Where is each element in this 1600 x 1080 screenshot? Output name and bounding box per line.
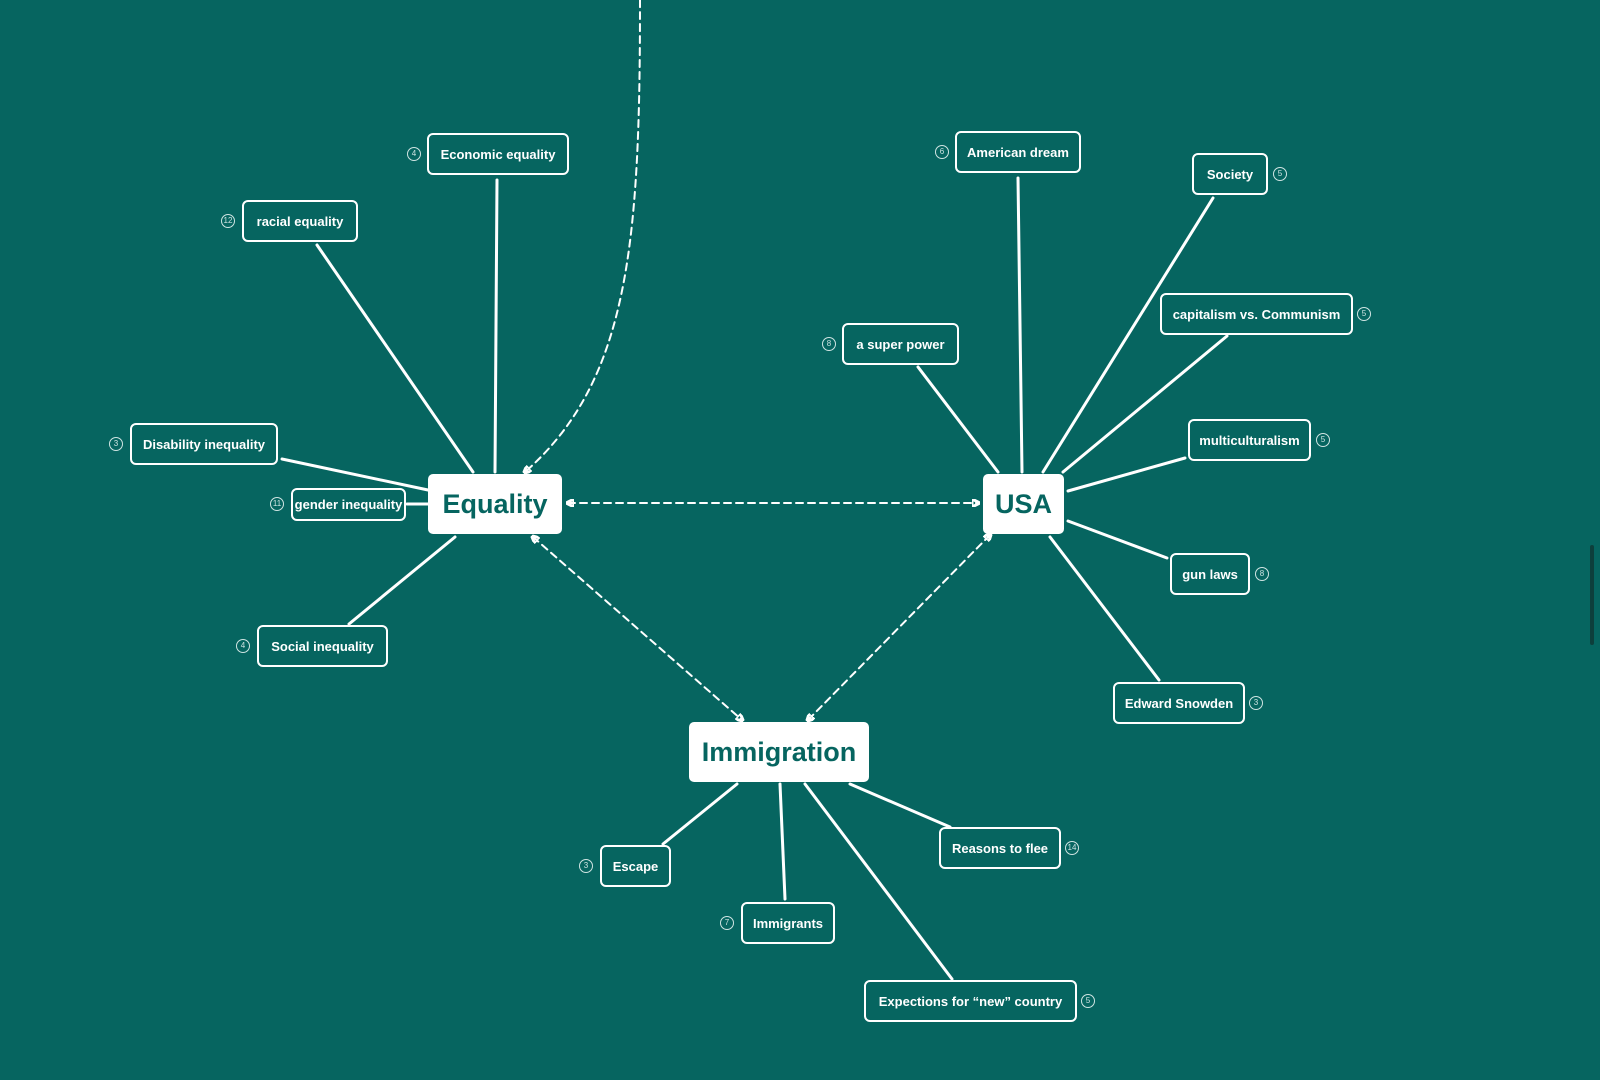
topic-label: Reasons to flee [951, 840, 1049, 856]
relationship-equality-immigration [533, 537, 742, 720]
collapsed-count-badge[interactable]: 5 [1081, 994, 1095, 1008]
topic-label: Edward Snowden [1124, 695, 1234, 711]
topic-label: Expections for “new” country [878, 993, 1063, 1009]
branch-disability-inequality [280, 457, 430, 492]
topic-a-super-power[interactable]: a super power [842, 323, 959, 365]
collapsed-count-badge[interactable]: 12 [221, 214, 235, 228]
collapsed-count-badge[interactable]: 11 [270, 497, 284, 511]
collapsed-count-badge[interactable]: 4 [236, 639, 250, 653]
branch-american-dream [1016, 176, 1024, 474]
collapsed-count-badge[interactable]: 3 [1249, 696, 1263, 710]
branch-expections [803, 782, 954, 981]
collapsed-count-badge[interactable]: 3 [579, 859, 593, 873]
central-topic-label: Equality [442, 488, 548, 519]
collapsed-count-badge[interactable]: 4 [407, 147, 421, 161]
branch-society [1041, 196, 1215, 474]
topic-gun-laws[interactable]: gun laws [1170, 553, 1250, 595]
topic-label: gender inequality [294, 497, 403, 512]
topic-label: racial equality [256, 213, 344, 229]
collapsed-count-badge[interactable]: 8 [822, 337, 836, 351]
branch-escape [661, 782, 739, 846]
topic-expections-for-new-country[interactable]: Expections for “new” country [864, 980, 1077, 1022]
branch-gun-laws [1066, 519, 1169, 560]
topic-label: capitalism vs. Communism [1172, 306, 1341, 322]
branch-reasons-to-flee [848, 782, 952, 829]
topic-gender-inequality[interactable]: gender inequality [291, 488, 406, 521]
central-topic-usa[interactable]: USA [983, 474, 1064, 534]
topic-label: Disability inequality [142, 436, 266, 452]
collapsed-count-badge[interactable]: 8 [1255, 567, 1269, 581]
central-topic-equality[interactable]: Equality [428, 474, 562, 534]
topic-label: Society [1206, 166, 1254, 182]
topic-label: Immigrants [752, 915, 824, 931]
branch-edward-snowden [1048, 535, 1161, 682]
topic-multiculturalism[interactable]: multiculturalism [1188, 419, 1311, 461]
topic-label: American dream [967, 144, 1069, 160]
branch-racial-equality [315, 243, 475, 474]
collapsed-count-badge[interactable]: 5 [1273, 167, 1287, 181]
collapsed-count-badge[interactable]: 7 [720, 916, 734, 930]
topic-reasons-to-flee[interactable]: Reasons to flee [939, 827, 1061, 869]
relationship-usa-immigration [808, 535, 990, 720]
topic-edward-snowden[interactable]: Edward Snowden [1113, 682, 1245, 724]
topic-immigrants[interactable]: Immigrants [741, 902, 835, 944]
collapsed-count-badge[interactable]: 3 [109, 437, 123, 451]
vertical-scrollbar[interactable] [1590, 545, 1594, 645]
branch-immigrants [778, 782, 787, 901]
branch-social-inequality [347, 535, 457, 626]
topic-escape[interactable]: Escape [600, 845, 671, 887]
collapsed-count-badge[interactable]: 6 [935, 145, 949, 159]
topic-label: Social inequality [271, 638, 374, 654]
topic-capitalism-vs-communism[interactable]: capitalism vs. Communism [1160, 293, 1353, 335]
branch-super-power [916, 365, 1000, 474]
topic-label: Escape [612, 858, 659, 874]
central-topic-label: Immigration [701, 736, 857, 767]
topic-american-dream[interactable]: American dream [955, 131, 1081, 173]
collapsed-count-badge[interactable]: 14 [1065, 841, 1079, 855]
topic-label: Economic equality [440, 146, 556, 162]
topic-economic-equality[interactable]: Economic equality [427, 133, 569, 175]
branch-capitalism [1061, 334, 1229, 474]
incoming-relationship-curve [525, 0, 641, 472]
topic-label: a super power [856, 336, 945, 352]
topic-disability-inequality[interactable]: Disability inequality [130, 423, 278, 465]
topic-racial-equality[interactable]: racial equality [242, 200, 358, 242]
collapsed-count-badge[interactable]: 5 [1316, 433, 1330, 447]
topic-label: gun laws [1182, 566, 1238, 582]
topic-social-inequality[interactable]: Social inequality [257, 625, 388, 667]
topic-label: multiculturalism [1199, 432, 1300, 448]
central-topic-label: USA [994, 488, 1052, 519]
collapsed-count-badge[interactable]: 5 [1357, 307, 1371, 321]
topic-society[interactable]: Society [1192, 153, 1268, 195]
branch-multiculturalism [1066, 456, 1187, 493]
central-topic-immigration[interactable]: Immigration [689, 722, 869, 782]
branch-economic-equality [493, 178, 499, 474]
